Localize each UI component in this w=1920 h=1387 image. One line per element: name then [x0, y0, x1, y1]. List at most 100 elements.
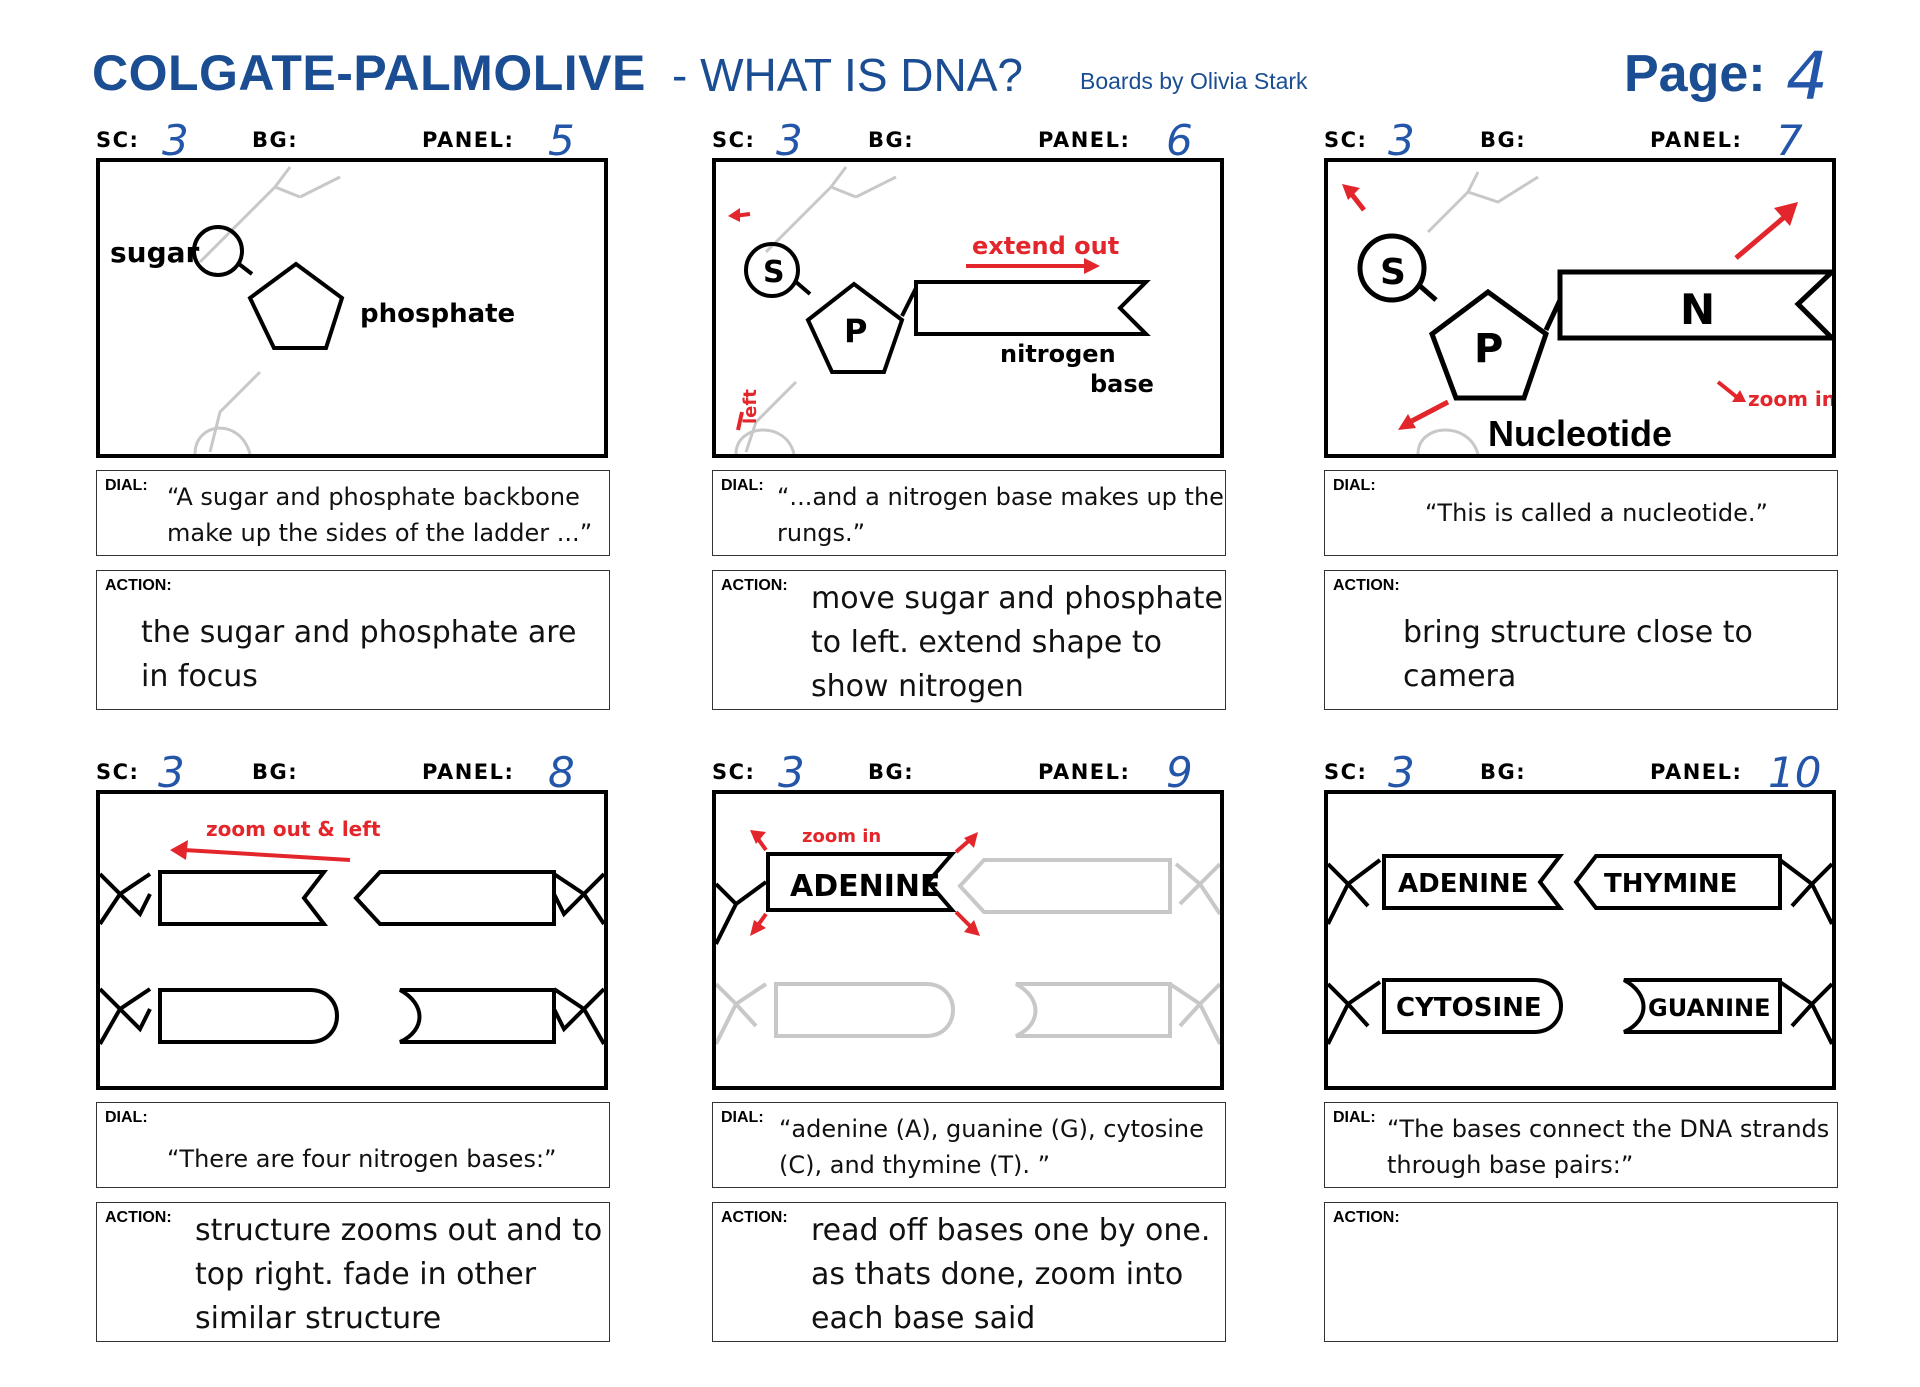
dial-text: “There are four nitrogen bases:” [167, 1141, 556, 1177]
action-line: in focus [141, 659, 258, 694]
action-box: ACTION: bring structure close to camera [1324, 570, 1838, 710]
action-label: ACTION: [105, 577, 172, 594]
dial-line: “...and a nitrogen base makes up the [777, 483, 1224, 511]
dialogue-box: DIAL: “adenine (A), guanine (G), cytosin… [712, 1102, 1226, 1188]
dial-line: “A sugar and phosphate backbone [167, 483, 580, 511]
left-note: left [740, 389, 761, 424]
panel-number: 9 [1166, 748, 1193, 797]
sc-label: SC: [96, 128, 140, 152]
panel-frame: S P extend out nitrogen base left [712, 158, 1224, 458]
panel-meta: SC: 3 BG: PANEL: 5 [96, 114, 616, 165]
action-box: ACTION: move sugar and phosphate to left… [712, 570, 1226, 710]
panel-label: PANEL: [1038, 128, 1131, 152]
dial-line: “The bases connect the DNA strands [1387, 1115, 1830, 1143]
nitrogen-label: nitrogen [1000, 340, 1116, 368]
dial-text: “adenine (A), guanine (G), cytosine (C),… [779, 1111, 1204, 1183]
action-line: similar structure [195, 1301, 442, 1336]
sc-label: SC: [712, 760, 756, 784]
phosphate-letter: P [1474, 326, 1503, 372]
action-box: ACTION: the sugar and phosphate are in f… [96, 570, 610, 710]
bg-label: BG: [252, 760, 299, 784]
brand-title: COLGATE-PALMOLIVE [92, 45, 646, 101]
sc-label: SC: [712, 128, 756, 152]
action-text: structure zooms out and to top right. fa… [195, 1209, 602, 1341]
dialogue-box: DIAL: “There are four nitrogen bases:” [96, 1102, 610, 1188]
board-credit: Boards by Olivia Stark [1080, 68, 1308, 94]
panel-number: 5 [548, 116, 575, 165]
bg-label: BG: [868, 760, 915, 784]
panel-label: PANEL: [422, 128, 515, 152]
action-label: ACTION: [105, 1209, 172, 1226]
dial-line: (C), and thymine (T). ” [779, 1151, 1051, 1179]
panel-art: zoom out & left [100, 817, 604, 1045]
action-line: read off bases one by one. [811, 1213, 1211, 1248]
panel-art: S P N zoom in Nucleotide [1342, 171, 1832, 454]
panel-meta: SC: 3 BG: PANEL: 6 [712, 114, 1232, 165]
thymine-label: THYMINE [1604, 869, 1737, 899]
sugar-letter: S [1380, 252, 1406, 293]
page-label: Page: [1624, 45, 1766, 103]
panel-number: 8 [548, 748, 575, 797]
sugar-label: sugar [110, 236, 200, 269]
dial-text: “A sugar and phosphate backbone make up … [167, 479, 592, 551]
bg-label: BG: [1480, 128, 1527, 152]
sc-label: SC: [1324, 760, 1368, 784]
panel-meta: SC: 3 BG: PANEL: 10 [1324, 746, 1844, 797]
dial-line: through base pairs:” [1387, 1151, 1634, 1179]
action-box: ACTION: [1324, 1202, 1838, 1342]
bg-label: BG: [1480, 760, 1527, 784]
panel-art: ADENINE zoom in [716, 826, 1220, 1045]
dialogue-box: DIAL: “The bases connect the DNA strands… [1324, 1102, 1838, 1188]
panel-meta: SC: 3 BG: PANEL: 8 [96, 746, 616, 797]
panel-frame: ADENINE THYMINE CYTOSINE GUANINE [1324, 790, 1836, 1090]
dial-line: “This is called a nucleotide.” [1425, 499, 1768, 527]
bg-label: BG: [252, 128, 299, 152]
dial-text: “...and a nitrogen base makes up the run… [777, 479, 1224, 551]
sc-number: 3 [158, 748, 185, 797]
action-text: move sugar and phosphate to left. extend… [811, 577, 1223, 709]
action-label: ACTION: [721, 577, 788, 594]
dial-line: “There are four nitrogen bases:” [167, 1145, 557, 1173]
page-number: 4 [1786, 38, 1828, 115]
dial-line: make up the sides of the ladder ...” [167, 519, 593, 547]
adenine-label: ADENINE [790, 869, 940, 904]
dial-label: DIAL: [1333, 477, 1376, 494]
panel-label: PANEL: [422, 760, 515, 784]
phosphate-label: phosphate [360, 299, 515, 329]
action-text: bring structure close to camera [1403, 611, 1753, 699]
dial-label: DIAL: [105, 1109, 148, 1126]
sc-label: SC: [96, 760, 140, 784]
action-line: each base said [811, 1301, 1036, 1336]
panel-frame: sugar phosphate [96, 158, 608, 458]
zoom-in-note: zoom in [802, 826, 881, 847]
panel-art: S P extend out nitrogen base left [728, 166, 1154, 454]
adenine-label: ADENINE [1398, 869, 1528, 899]
panel-number: 7 [1776, 116, 1803, 165]
panel-number: 10 [1768, 748, 1822, 797]
sc-number: 3 [776, 116, 803, 165]
sc-number: 3 [778, 748, 805, 797]
phosphate-letter: P [844, 312, 867, 350]
panel-label: PANEL: [1650, 128, 1743, 152]
dialogue-box: DIAL: “A sugar and phosphate backbone ma… [96, 470, 610, 556]
panel-frame: S P N zoom in Nucleotide [1324, 158, 1836, 458]
dialogue-box: DIAL: “This is called a nucleotide.” [1324, 470, 1838, 556]
dial-line: “adenine (A), guanine (G), cytosine [779, 1115, 1204, 1143]
board-subtitle: - WHAT IS DNA? [672, 49, 1023, 101]
panel-number: 6 [1166, 116, 1193, 165]
panel-art: sugar phosphate [110, 166, 515, 454]
action-label: ACTION: [1333, 1209, 1400, 1226]
cytosine-label: CYTOSINE [1396, 993, 1542, 1023]
dial-text: “This is called a nucleotide.” [1425, 495, 1768, 531]
action-box: ACTION: read off bases one by one. as th… [712, 1202, 1226, 1342]
action-line: move sugar and phosphate [811, 581, 1223, 616]
sc-number: 3 [162, 116, 189, 165]
dial-text: “The bases connect the DNA strands throu… [1387, 1111, 1829, 1183]
panel-art: ADENINE THYMINE CYTOSINE GUANINE [1328, 854, 1832, 1045]
dial-label: DIAL: [721, 1109, 764, 1126]
guanine-label: GUANINE [1648, 994, 1771, 1022]
action-line: to left. extend shape to [811, 625, 1162, 660]
panel-label: PANEL: [1650, 760, 1743, 784]
action-text: read off bases one by one. as thats done… [811, 1209, 1210, 1341]
dial-label: DIAL: [105, 477, 148, 494]
